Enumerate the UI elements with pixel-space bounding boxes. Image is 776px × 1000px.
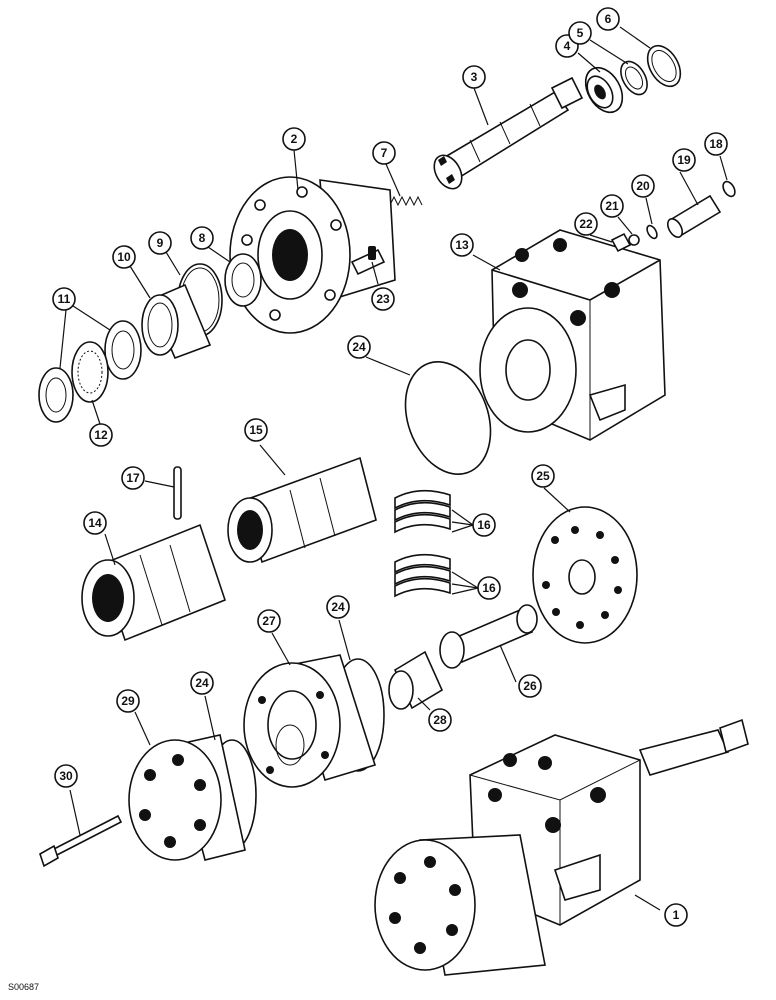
callout-8: 8 [190, 226, 214, 250]
callout-19: 19 [672, 148, 696, 172]
callout-28: 28 [428, 708, 452, 732]
svg-text:26: 26 [523, 679, 537, 693]
callout-13: 13 [450, 233, 474, 257]
callout-21: 21 [600, 194, 624, 218]
leader-lines [59, 26, 728, 911]
part-3-input-shaft [433, 76, 584, 190]
callout-24b: 24 [326, 595, 350, 619]
callout-16b: 16 [477, 576, 501, 600]
svg-text:2: 2 [291, 132, 298, 146]
svg-text:22: 22 [579, 217, 593, 231]
part-15-spool [227, 456, 377, 564]
svg-text:10: 10 [117, 250, 131, 264]
svg-text:17: 17 [126, 471, 140, 485]
svg-text:27: 27 [262, 614, 276, 628]
svg-text:1: 1 [673, 908, 680, 922]
svg-text:18: 18 [709, 137, 723, 151]
svg-text:16: 16 [477, 518, 491, 532]
svg-text:15: 15 [249, 423, 263, 437]
callout-2: 2 [282, 127, 306, 151]
callout-29: 29 [116, 689, 140, 713]
callout-30: 30 [54, 764, 78, 788]
callout-24c: 24 [190, 671, 214, 695]
svg-text:4: 4 [564, 39, 571, 53]
svg-text:8: 8 [199, 231, 206, 245]
part-22-plug [610, 232, 632, 253]
svg-text:7: 7 [381, 146, 388, 160]
part-6-snap-ring [646, 44, 682, 88]
callout-10: 10 [112, 245, 136, 269]
svg-text:14: 14 [88, 516, 102, 530]
callout-26: 26 [518, 674, 542, 698]
callout-16a: 16 [472, 513, 496, 537]
svg-text:13: 13 [455, 238, 469, 252]
part-26-drive-shaft [439, 604, 538, 669]
part-18-o-ring [722, 180, 736, 198]
part-23-fitting [350, 246, 386, 276]
svg-text:24: 24 [195, 676, 209, 690]
svg-text:24: 24 [331, 600, 345, 614]
callout-27: 27 [257, 609, 281, 633]
part-8-seal-ring [224, 253, 262, 307]
part-27-gerotor-set [243, 654, 377, 788]
svg-text:30: 30 [59, 769, 73, 783]
svg-text:11: 11 [58, 292, 71, 306]
part-25-spacer-plate [532, 506, 638, 644]
part-12-needle-bearing [71, 341, 109, 403]
part-28-spacer [388, 650, 444, 710]
svg-text:24: 24 [352, 340, 366, 354]
callout-18: 18 [704, 132, 728, 156]
svg-text:16: 16 [482, 581, 496, 595]
callout-3: 3 [462, 65, 486, 89]
svg-text:3: 3 [471, 70, 478, 84]
callout-24a: 24 [347, 335, 371, 359]
part-10-bushing [141, 283, 212, 360]
figure-id: S00687 [8, 982, 39, 992]
callout-7: 7 [372, 141, 396, 165]
callout-5: 5 [568, 21, 592, 45]
callout-22: 22 [574, 212, 598, 236]
part-11-thrust-washer [38, 320, 142, 423]
callout-20: 20 [631, 174, 655, 198]
svg-text:28: 28 [433, 713, 447, 727]
part-16-centering-springs-lower [394, 553, 451, 598]
part-19-relief-valve [666, 194, 722, 238]
svg-text:29: 29 [121, 694, 135, 708]
callout-1: 1 [664, 903, 688, 927]
callout-12: 12 [89, 423, 113, 447]
svg-text:20: 20 [636, 179, 650, 193]
svg-text:12: 12 [94, 428, 108, 442]
callout-23: 23 [371, 287, 395, 311]
svg-text:25: 25 [536, 469, 550, 483]
part-20-seal [646, 224, 658, 240]
callout-14: 14 [83, 511, 107, 535]
svg-text:5: 5 [577, 26, 584, 40]
callout-6: 6 [596, 7, 620, 31]
part-7-spring [389, 195, 423, 207]
part-2-flange-housing [229, 176, 396, 334]
part-4-bearing [584, 66, 624, 114]
part-16-centering-springs-upper [394, 489, 451, 534]
svg-text:23: 23 [376, 292, 390, 306]
svg-text:21: 21 [605, 199, 619, 213]
callout-9: 9 [148, 231, 172, 255]
part-29-end-cap [128, 734, 246, 861]
callout-11: 11 [52, 287, 76, 311]
part-14-sleeve [81, 523, 226, 642]
svg-text:19: 19 [677, 153, 691, 167]
callout-25: 25 [531, 464, 555, 488]
callout-15: 15 [244, 418, 268, 442]
part-24-o-ring-upper [404, 361, 492, 475]
part-1-steering-control-unit [374, 718, 749, 976]
svg-text:9: 9 [157, 236, 164, 250]
part-13-control-housing [479, 229, 666, 441]
part-17-pin [173, 466, 182, 520]
part-30-cap-screw [39, 814, 123, 868]
svg-text:6: 6 [605, 12, 612, 26]
callout-17: 17 [121, 466, 145, 490]
part-21-ball [628, 234, 640, 246]
